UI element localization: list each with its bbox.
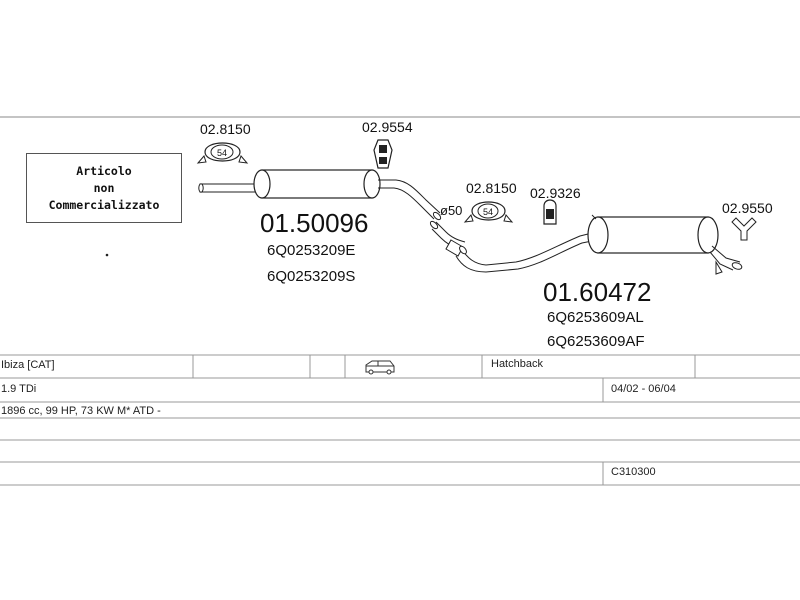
clamp-front-icon[interactable] [196,142,249,164]
hanger-mid-code: 02.9326 [530,185,581,201]
rear-silencer-code: 01.60472 [543,277,651,307]
production-years: 04/02 - 06/04 [611,383,676,395]
front-pipe-ref2: 6Q0253209S [267,268,355,285]
engine: 1.9 TDi [1,383,37,395]
front-pipe-code: 01.50096 [260,208,368,238]
hanger-mid-icon[interactable] [543,199,557,225]
rear-silencer-ref1: 6Q6253609AL [547,309,644,326]
note-line-1: Articolo [76,163,132,178]
clamp-rear-code: 02.8150 [466,180,517,196]
clamp-rear-badge: 54 [483,207,493,217]
hanger-rear-icon[interactable] [731,217,757,241]
car-icon [365,360,395,375]
not-commercialized-note: Articolo non Commercializzato [26,153,182,223]
rear-silencer[interactable] [597,216,709,254]
catalog-code: C310300 [611,466,656,478]
clamp-front-badge: 54 [217,148,227,158]
rear-silencer-ref2: 6Q6253609AF [547,333,645,350]
front-pipe-assembly[interactable] [198,169,442,221]
vehicle-table-grid [0,354,800,486]
note-line-2: non [93,180,115,195]
engine-specs: 1896 cc, 99 HP, 73 KW M* ATD - [1,405,161,417]
diameter-label: ø50 [440,203,462,218]
clamp-rear-icon[interactable] [463,201,514,223]
front-pipe-ref1: 6Q0253209E [267,242,355,259]
vehicle-model: Ibiza [CAT] [1,359,55,371]
dot-mark [105,253,109,257]
hanger-front-code: 02.9554 [362,119,413,135]
hanger-front-icon[interactable] [373,139,393,169]
body-type: Hatchback [491,358,543,370]
centre-silencer[interactable] [261,169,373,199]
hanger-rear-code: 02.9550 [722,200,773,216]
note-line-3: Commercializzato [48,197,160,212]
rear-pipe-assembly[interactable] [429,214,743,275]
clamp-front-code: 02.8150 [200,121,251,137]
